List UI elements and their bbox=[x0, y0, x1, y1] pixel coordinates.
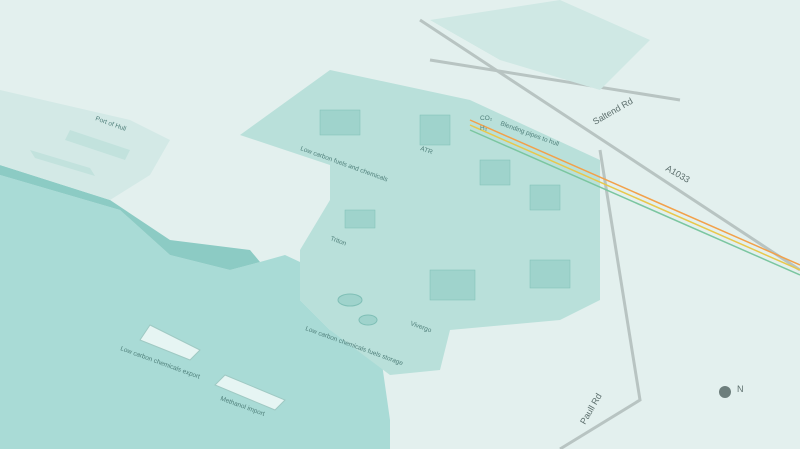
svg-text:N: N bbox=[737, 384, 744, 394]
saltend-road-label: Saltend Rd bbox=[591, 96, 635, 127]
pipelines bbox=[469, 119, 800, 276]
paull-road-label: Paull Rd bbox=[578, 392, 604, 426]
compass-icon[interactable]: N bbox=[719, 384, 744, 398]
city-blocks bbox=[430, 0, 650, 90]
port-land bbox=[0, 90, 170, 200]
roads bbox=[419, 18, 800, 449]
water-area bbox=[0, 165, 390, 449]
ship-icon bbox=[139, 324, 286, 411]
atr-label: ATR bbox=[419, 145, 433, 156]
factory-icon bbox=[319, 109, 571, 301]
h2-label: H₂ bbox=[480, 125, 488, 132]
co2-label: CO₂ bbox=[480, 115, 493, 122]
site-plot bbox=[240, 70, 600, 375]
tank-icon bbox=[337, 293, 378, 326]
